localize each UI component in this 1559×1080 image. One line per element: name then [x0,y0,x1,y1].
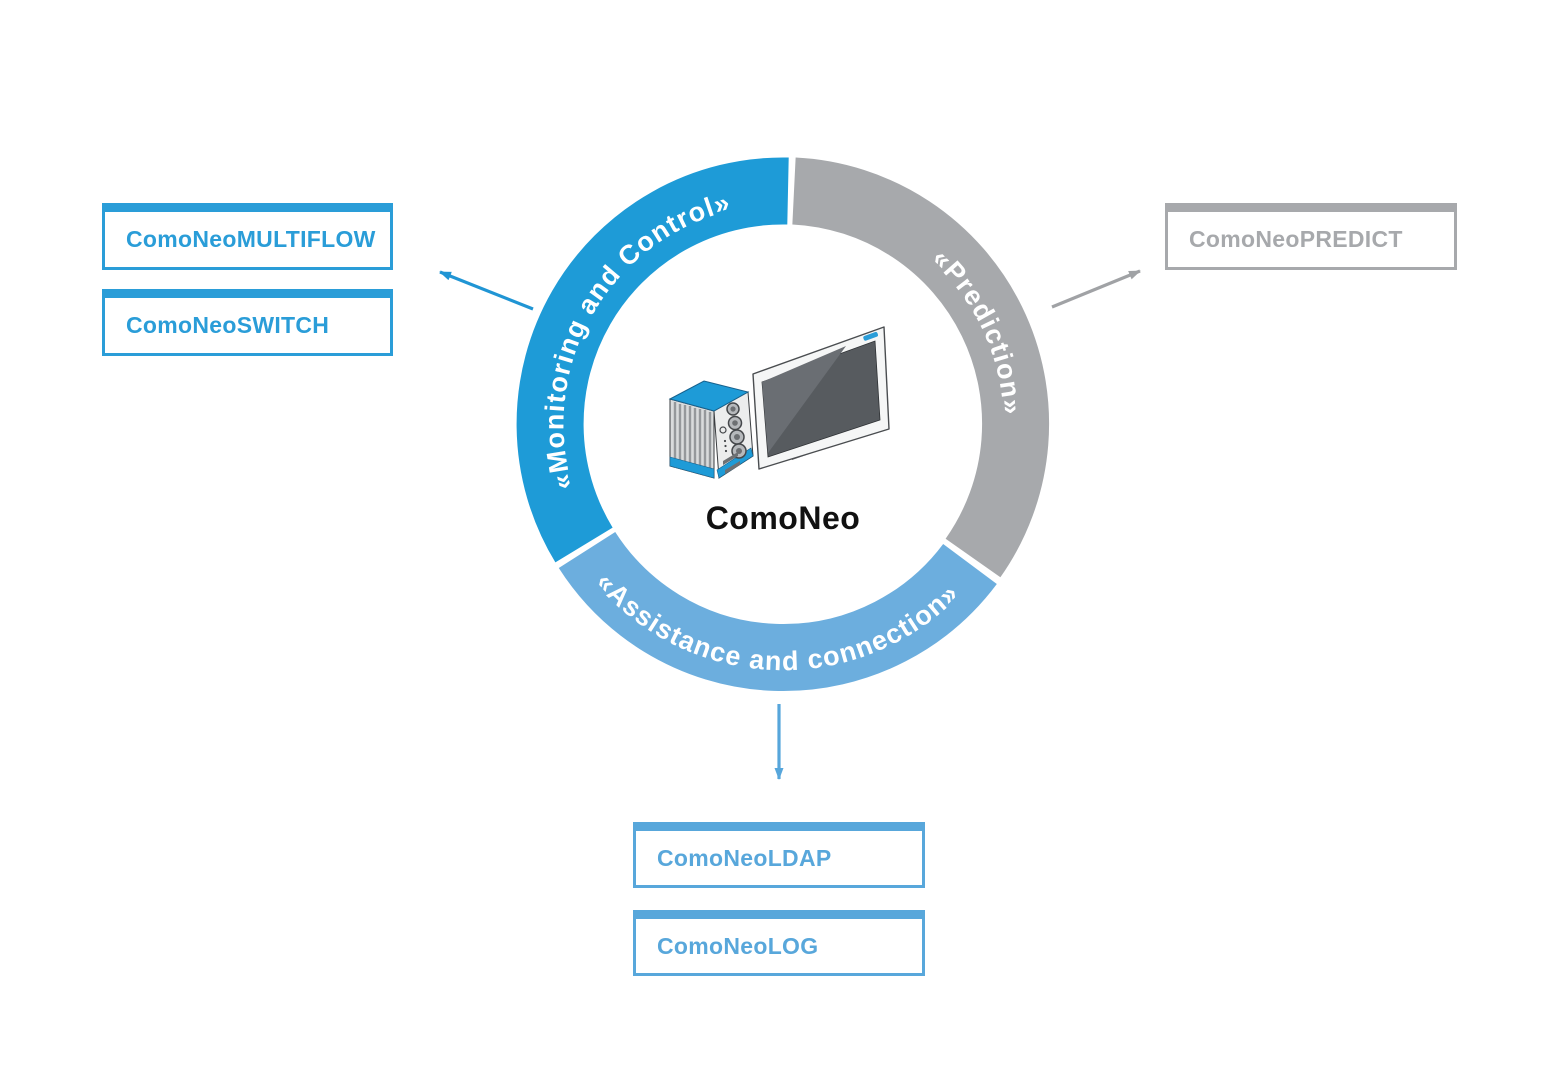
ring-segment-monitoring-and-control [516,157,789,563]
module-top-slab [668,380,750,412]
module-bottom-band [669,456,715,479]
connector-arrows [439,269,1141,780]
monitor-screen-sheen [762,346,846,453]
module-illustration [668,380,754,479]
product-label-ldap: ComoNeoLDAP [657,844,832,871]
module-connectors [726,402,747,459]
product-box-log: ComoNeoLOG [633,910,925,976]
module-symbol [719,426,727,434]
module-labels [723,452,740,474]
product-box-multiflow: ComoNeoMULTIFLOW [102,203,393,270]
product-label-multiflow: ComoNeoMULTIFLOW [126,226,376,252]
module-heatsink-fins [673,402,712,477]
product-box-ldap: ComoNeoLDAP [633,822,925,888]
comoneo-device-illustration [668,326,890,479]
product-label-switch: ComoNeoSWITCH [126,312,330,338]
product-box-predict: ComoNeoPREDICT [1165,203,1457,270]
module-status-dots [723,439,728,453]
monitor-logo-badge [863,331,878,341]
ring-segment-assistance-and-connection [558,531,997,692]
arrow-to-multiflow [439,270,534,311]
product-label-predict: ComoNeoPREDICT [1189,226,1403,252]
ring-segment-prediction [791,157,1050,578]
product-box-switch: ComoNeoSWITCH [102,289,393,356]
product-label-log: ComoNeoLOG [657,932,819,959]
monitor-illustration [752,326,890,470]
arrow-to-predict [1051,269,1141,309]
center-device-label: ComoNeo [705,500,861,536]
